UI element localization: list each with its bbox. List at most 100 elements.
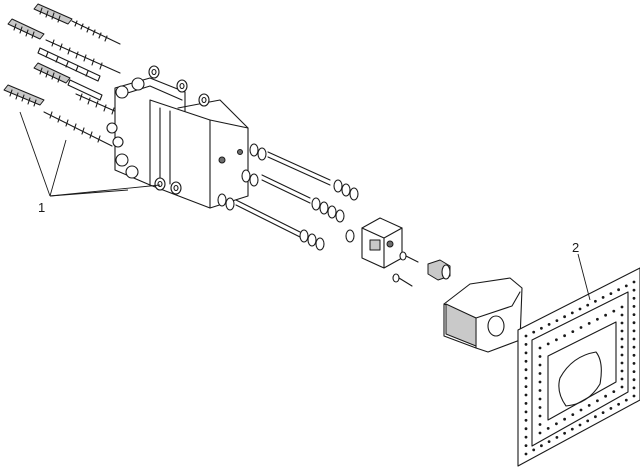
plate-dot: [632, 280, 636, 284]
plate-dot: [586, 303, 590, 307]
plate-dot: [579, 408, 583, 412]
plate-dot: [632, 353, 636, 357]
plate-dot: [587, 404, 591, 407]
plate-dot: [563, 417, 566, 421]
plate-dot: [620, 345, 624, 349]
plate-dot: [538, 355, 542, 358]
plate-dot: [524, 334, 528, 338]
plate-dot: [570, 311, 574, 315]
plate-dot: [538, 423, 542, 426]
plate-dot: [524, 452, 528, 456]
plate-dot: [538, 363, 542, 367]
plate-dot: [617, 402, 620, 406]
plate-dot: [601, 296, 605, 299]
wall-anchor-set: [3, 3, 127, 147]
plate-dot: [547, 440, 551, 443]
plate-dot: [540, 444, 543, 448]
plate-dot: [538, 414, 542, 418]
plate-dot: [632, 337, 636, 341]
plate-dot: [632, 329, 636, 333]
plate-dot: [547, 323, 551, 326]
plate-dot: [555, 338, 558, 342]
plate-dot: [524, 410, 528, 414]
valve-body: [106, 77, 249, 209]
callout-2-leader: [577, 253, 591, 301]
plate-dot: [632, 345, 636, 349]
plate-dot: [524, 435, 528, 439]
plate-dot: [538, 380, 542, 384]
plate-dot: [594, 299, 597, 303]
plate-dot: [570, 427, 574, 431]
plate-dot: [624, 284, 628, 288]
plate-dot: [594, 415, 597, 419]
plate-dot: [609, 407, 613, 410]
screw: [43, 111, 113, 147]
plate-dot: [538, 346, 542, 350]
screw: [45, 39, 121, 74]
plate-dot: [620, 329, 624, 333]
plate-dot: [524, 444, 528, 447]
plate-dot: [632, 394, 636, 398]
plate-dot: [632, 313, 636, 316]
plate-dot: [604, 313, 607, 317]
threaded-rod-assembly: [217, 143, 359, 251]
plate-dot: [540, 326, 543, 330]
callout-1-leaders: [19, 111, 161, 197]
plate-dot: [632, 378, 636, 382]
plate-dot: [579, 326, 583, 329]
plate-dot: [555, 436, 559, 439]
plate-dot: [632, 296, 636, 300]
plate-dot: [538, 406, 542, 409]
plate-dot: [609, 292, 613, 295]
plate-dot: [538, 389, 542, 392]
plate-dot: [632, 305, 636, 308]
plate-dot: [524, 393, 528, 397]
plate-dot: [524, 402, 528, 405]
plate-dot: [532, 448, 536, 452]
plate-dot: [538, 397, 542, 401]
plate-dot: [524, 376, 528, 380]
plate-dot: [538, 372, 542, 375]
plate-dot: [586, 419, 590, 423]
cover-plate-dot-pattern: [524, 280, 636, 456]
plate-dot: [620, 377, 624, 381]
plate-dot: [555, 319, 559, 322]
coupling-nut: [427, 259, 451, 281]
cover-plate: [517, 267, 640, 467]
wall-plug: [3, 84, 45, 107]
plate-dot: [587, 322, 591, 325]
plate-dot: [632, 362, 636, 365]
plate-dot: [620, 369, 624, 373]
callout-1: 1: [38, 200, 45, 215]
plate-dot: [555, 422, 558, 426]
plate-dot: [620, 337, 624, 341]
plate-dot: [620, 385, 624, 389]
plate-dot: [563, 315, 566, 319]
plate-dot: [571, 330, 575, 333]
plate-dot: [596, 317, 599, 321]
plate-dot: [632, 288, 636, 292]
plate-dot: [524, 359, 528, 363]
plate-dot: [632, 370, 636, 373]
nut-set: [148, 65, 210, 195]
small-screw: [392, 251, 419, 287]
wall-plug: [7, 18, 45, 40]
plate-dot: [524, 427, 528, 431]
mounting-rod: [37, 47, 101, 82]
plate-dot: [612, 390, 616, 393]
plate-dot: [620, 361, 624, 365]
handle-trim: [443, 277, 523, 353]
plate-dot: [632, 386, 636, 390]
plate-dot: [578, 423, 582, 427]
plate-dot: [538, 431, 542, 435]
screw: [71, 20, 121, 45]
plate-dot: [604, 394, 607, 398]
plate-dot: [524, 368, 528, 372]
plate-dot: [612, 309, 616, 313]
plate-dot: [620, 321, 624, 325]
plate-dot: [620, 305, 624, 309]
plate-dot: [563, 334, 566, 338]
mounting-rod: [67, 79, 103, 101]
wall-plug: [33, 62, 71, 84]
